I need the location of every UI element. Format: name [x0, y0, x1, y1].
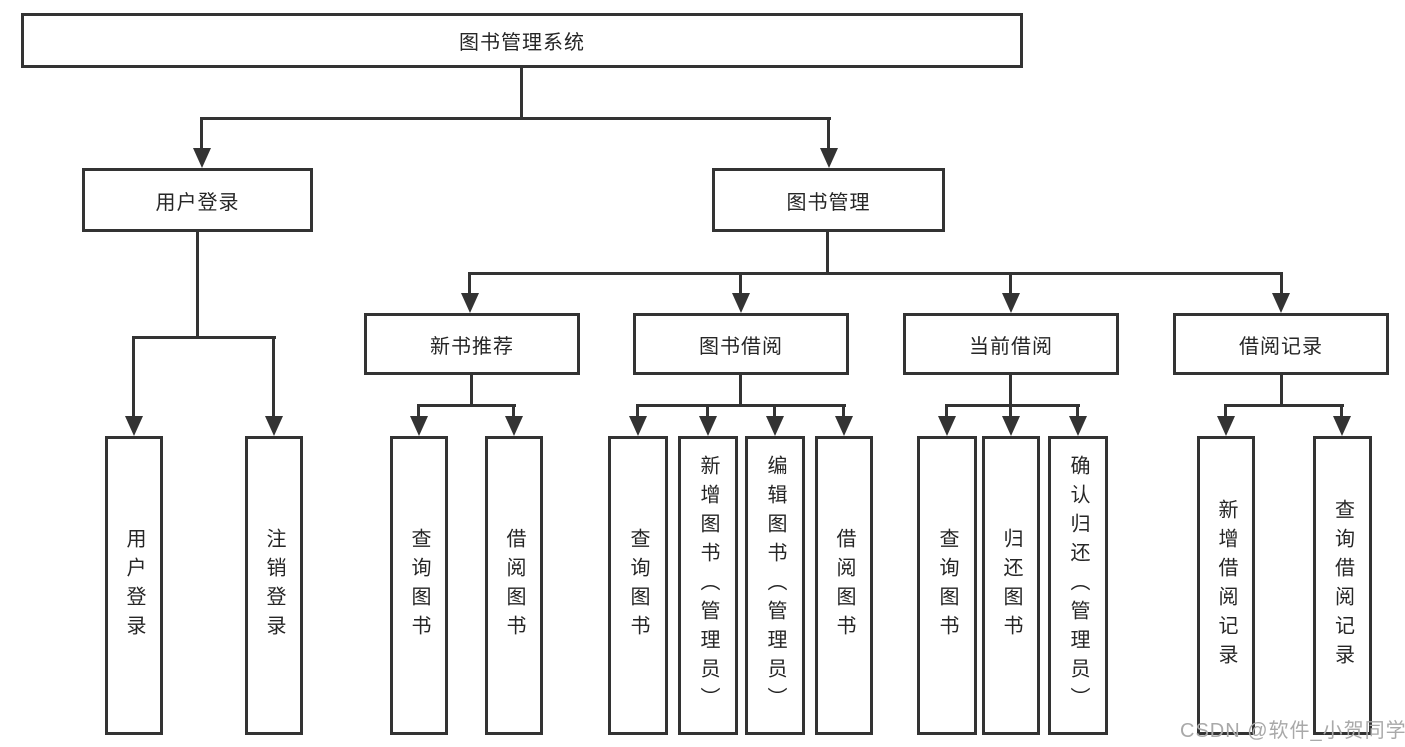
leaf-query-borrow-record-label: 查询借阅记录 [1331, 498, 1354, 673]
node-current-borrow-label: 当前借阅 [969, 335, 1053, 358]
leaf-return-books-label: 归还图书 [1000, 527, 1022, 644]
connector-line [132, 336, 135, 420]
arrowhead [1002, 293, 1020, 313]
connector-line [200, 117, 203, 152]
node-root: 图书管理系统 [21, 13, 1023, 68]
leaf-borrow-books: 借阅图书 [815, 436, 873, 735]
node-current-borrow: 当前借阅 [903, 313, 1119, 375]
connector-line [1224, 404, 1227, 420]
connector-line [1224, 404, 1344, 407]
node-user-login: 用户登录 [82, 168, 313, 232]
arrowhead [265, 416, 283, 436]
arrowhead [820, 148, 838, 168]
node-book-borrow: 图书借阅 [633, 313, 849, 375]
leaf-newrec-borrow-books-label: 借阅图书 [503, 527, 525, 644]
node-borrow-records: 借阅记录 [1173, 313, 1389, 375]
connector-line [272, 336, 275, 420]
leaf-newrec-query-books-label: 查询图书 [408, 527, 430, 644]
node-book-management-label: 图书管理 [786, 191, 871, 214]
arrowhead [1069, 416, 1087, 436]
connector-line [1076, 404, 1079, 420]
connector-line [132, 336, 276, 339]
leaf-query-borrow-record: 查询借阅记录 [1313, 436, 1372, 735]
arrowhead [1272, 293, 1290, 313]
leaf-edit-book-admin-label: 编辑图书（管理员） [764, 455, 786, 716]
connector-line [200, 117, 831, 120]
leaf-newrec-borrow-books: 借阅图书 [485, 436, 543, 735]
arrowhead [835, 416, 853, 436]
connector-line [512, 404, 515, 420]
connector-line [636, 404, 639, 420]
leaf-newrec-query-books: 查询图书 [390, 436, 448, 735]
node-new-book-recommend: 新书推荐 [364, 313, 580, 375]
node-user-login-label: 用户登录 [155, 191, 240, 214]
connector-line [468, 272, 1283, 275]
leaf-add-book-admin: 新增图书（管理员） [678, 436, 738, 735]
leaf-logout: 注销登录 [245, 436, 303, 735]
arrowhead [505, 416, 523, 436]
node-book-management: 图书管理 [712, 168, 945, 232]
connector-line [945, 404, 1080, 407]
arrowhead [193, 148, 211, 168]
connector-line [1280, 375, 1283, 407]
leaf-logout-label: 注销登录 [263, 527, 285, 644]
connector-line [417, 404, 420, 420]
connector-line [636, 404, 846, 407]
arrowhead [410, 416, 428, 436]
watermark: CSDN @软件_小贺同学 [1180, 720, 1405, 742]
connector-line [1009, 272, 1012, 297]
leaf-borrow-query-books: 查询图书 [608, 436, 668, 735]
connector-line [468, 272, 471, 297]
arrowhead [125, 416, 143, 436]
connector-line [706, 404, 709, 420]
connector-line [417, 404, 516, 407]
connector-line [739, 375, 742, 407]
connector-line [1340, 404, 1343, 420]
connector-line [1280, 272, 1283, 297]
leaf-add-book-admin-label: 新增图书（管理员） [697, 455, 719, 716]
arrowhead [1002, 416, 1020, 436]
leaf-current-query-books-label: 查询图书 [936, 527, 958, 644]
arrowhead [766, 416, 784, 436]
connector-line [826, 232, 829, 275]
node-new-book-recommend-label: 新书推荐 [430, 335, 514, 358]
leaf-user-login-label: 用户登录 [123, 527, 145, 644]
leaf-borrow-books-label: 借阅图书 [833, 527, 855, 644]
node-borrow-records-label: 借阅记录 [1239, 335, 1323, 358]
leaf-add-borrow-record: 新增借阅记录 [1197, 436, 1255, 735]
connector-line [827, 117, 830, 152]
connector-line [1009, 404, 1012, 420]
leaf-confirm-return-admin: 确认归还（管理员） [1048, 436, 1108, 735]
connector-line [470, 375, 473, 407]
leaf-current-query-books: 查询图书 [917, 436, 977, 735]
arrowhead [1333, 416, 1351, 436]
node-root-label: 图书管理系统 [459, 32, 585, 54]
connector-line [739, 272, 742, 297]
leaf-borrow-query-books-label: 查询图书 [627, 527, 649, 644]
node-book-borrow-label: 图书借阅 [699, 335, 783, 358]
leaf-edit-book-admin: 编辑图书（管理员） [745, 436, 805, 735]
connector-line [773, 404, 776, 420]
arrowhead [629, 416, 647, 436]
connector-line [1009, 375, 1012, 407]
leaf-confirm-return-admin-label: 确认归还（管理员） [1067, 455, 1089, 716]
arrowhead [938, 416, 956, 436]
connector-line [520, 68, 523, 118]
arrowhead [461, 293, 479, 313]
connector-line [196, 232, 199, 339]
leaf-add-borrow-record-label: 新增借阅记录 [1215, 498, 1237, 673]
connector-line [945, 404, 948, 420]
connector-line [842, 404, 845, 420]
leaf-return-books: 归还图书 [982, 436, 1040, 735]
arrowhead [732, 293, 750, 313]
leaf-user-login: 用户登录 [105, 436, 163, 735]
arrowhead [699, 416, 717, 436]
arrowhead [1217, 416, 1235, 436]
